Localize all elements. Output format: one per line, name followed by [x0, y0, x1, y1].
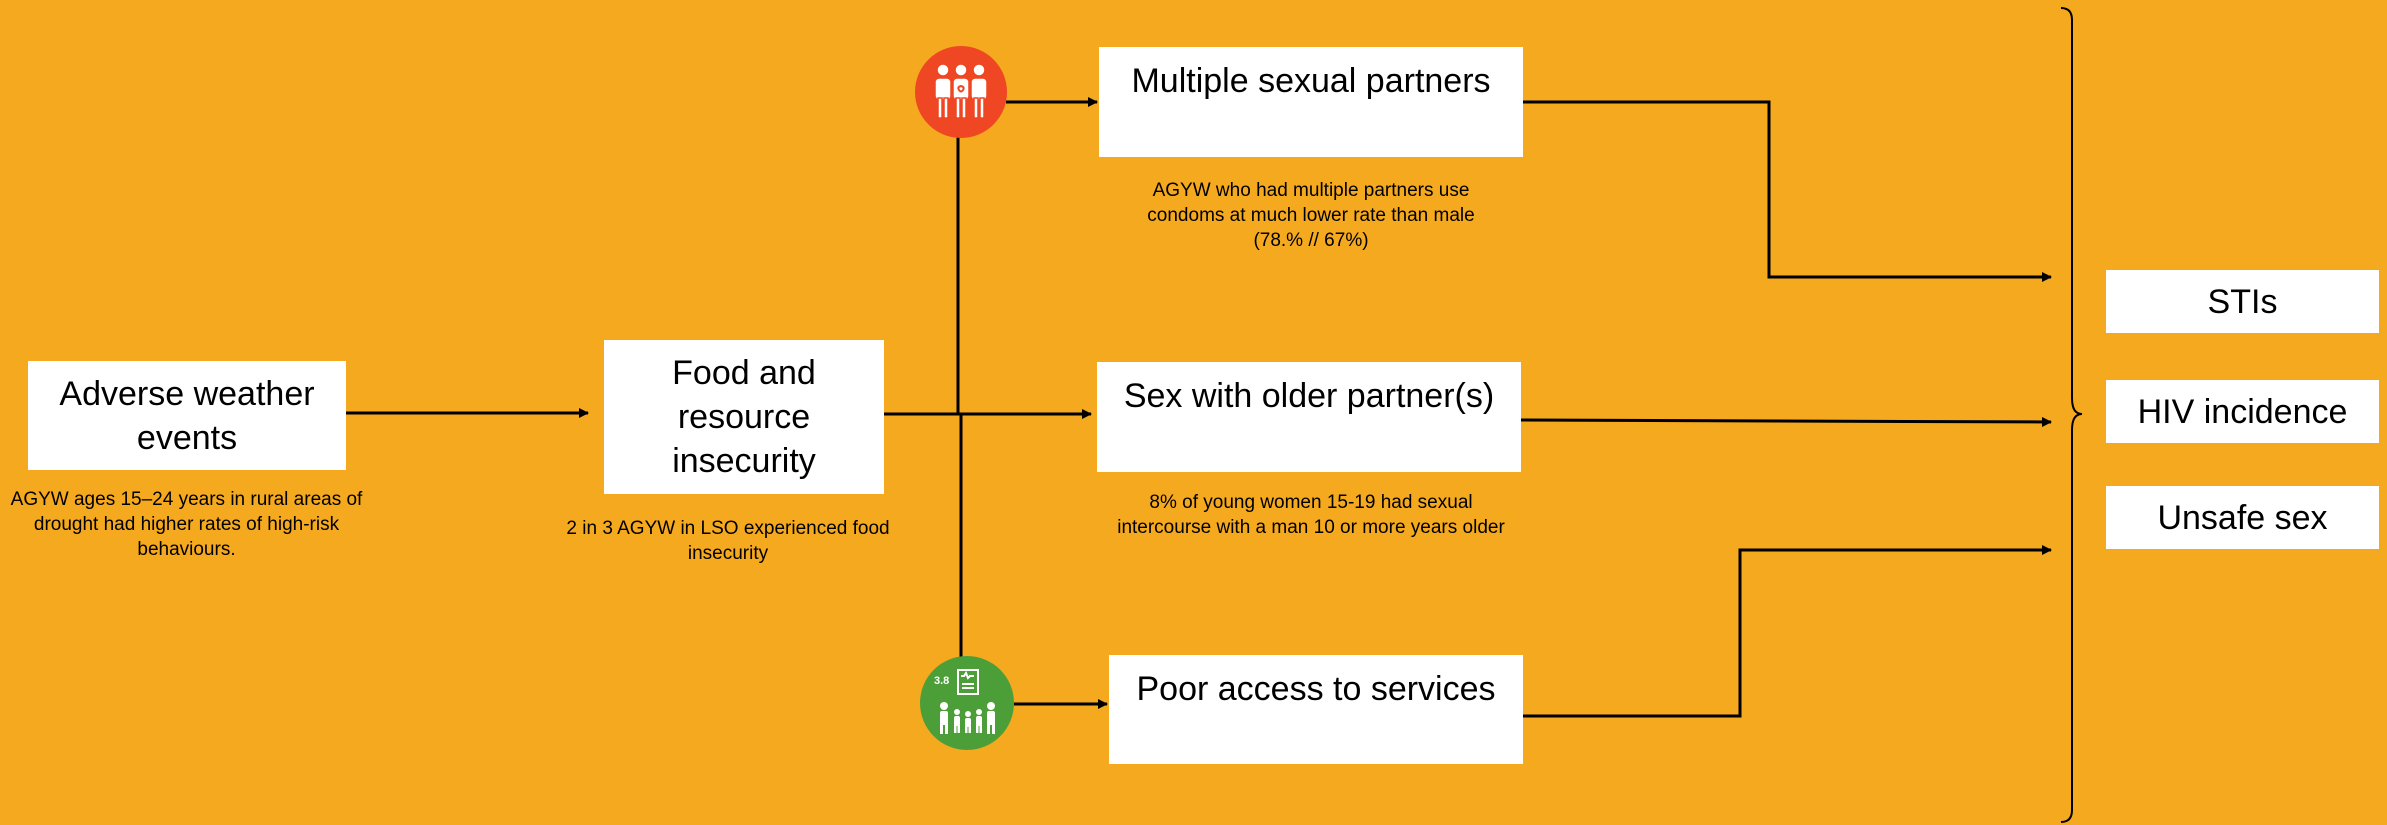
node-poor-access: Poor access to services: [1109, 655, 1523, 764]
node-hiv-incidence: HIV incidence: [2106, 380, 2379, 443]
node-food-insecurity: Food and resource insecurity: [604, 340, 884, 494]
people-group-icon: [915, 46, 1007, 138]
node-label: Poor access to services: [1136, 670, 1496, 708]
node-label: HIV incidence: [2137, 392, 2348, 431]
node-label: Food and resource insecurity: [672, 354, 816, 480]
sdg-target-label: 3.8: [934, 675, 949, 687]
node-adverse-weather: Adverse weather events: [28, 361, 346, 470]
node-label: STIs: [2207, 282, 2278, 321]
node-label: Unsafe sex: [2157, 498, 2328, 537]
node-label: Sex with older partner(s): [1123, 377, 1495, 415]
arrow-multiple-to-outcomes: [1523, 100, 2052, 282]
note-food-insecurity: 2 in 3 AGYW in LSO experienced food inse…: [566, 518, 890, 564]
note-adverse-weather: AGYW ages 15–24 years in rural areas of …: [10, 489, 363, 560]
outcomes-brace: [2060, 7, 2083, 823]
arrow-access-to-outcomes: [1523, 545, 2052, 718]
node-stis: STIs: [2106, 270, 2379, 333]
node-label: Adverse weather events: [59, 374, 315, 457]
arrow-older-to-outcomes: [1520, 416, 2052, 427]
note-multiple-partners: AGYW who had multiple partners use condo…: [1147, 180, 1475, 251]
node-label: Multiple sexual partners: [1131, 62, 1491, 100]
note-older-partner: 8% of young women 15-19 had sexual inter…: [1117, 492, 1505, 538]
health-coverage-icon: 3.8: [920, 656, 1014, 750]
node-multiple-partners: Multiple sexual partners: [1099, 47, 1523, 157]
node-older-partner: Sex with older partner(s): [1097, 362, 1521, 472]
node-unsafe-sex: Unsafe sex: [2106, 486, 2379, 549]
